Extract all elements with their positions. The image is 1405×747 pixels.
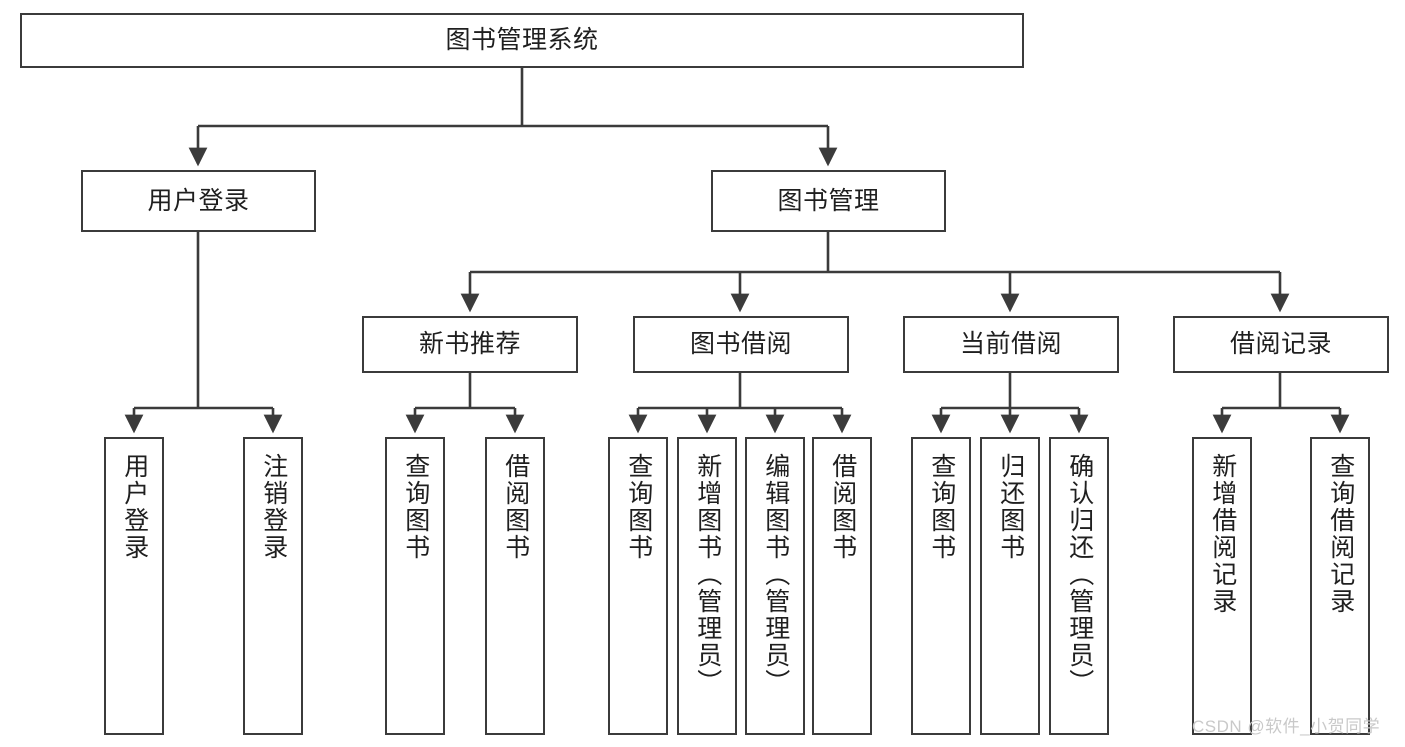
leaf-borrow-record-add-record[interactable]: 新增借阅记录 xyxy=(1192,437,1252,735)
node-label: 图书借阅 xyxy=(689,330,792,359)
node-label: 注销登录 xyxy=(259,453,288,561)
node-label: 归还图书 xyxy=(996,453,1025,561)
leaf-new-book-borrow-book[interactable]: 借阅图书 xyxy=(485,437,545,735)
node-label: 查询图书 xyxy=(401,453,430,561)
node-user-login[interactable]: 用户登录 xyxy=(81,170,316,232)
leaf-user-login-logout[interactable]: 注销登录 xyxy=(243,437,303,735)
leaf-book-borrow-borrow-book[interactable]: 借阅图书 xyxy=(812,437,872,735)
node-label: 用户登录 xyxy=(120,453,149,561)
node-label: 新书推荐 xyxy=(418,330,521,359)
node-label: 用户登录 xyxy=(147,186,250,215)
node-label: 查询图书 xyxy=(624,453,653,561)
leaf-new-book-query-book[interactable]: 查询图书 xyxy=(385,437,445,735)
leaf-user-login-login[interactable]: 用户登录 xyxy=(104,437,164,735)
node-label: 借阅图书 xyxy=(828,453,857,561)
node-label: 借阅记录 xyxy=(1229,330,1332,359)
node-new-book-recommend[interactable]: 新书推荐 xyxy=(362,316,578,373)
node-label: 新增图书（管理员） xyxy=(693,453,722,696)
node-label: 借阅图书 xyxy=(501,453,530,561)
node-label: 确认归还（管理员） xyxy=(1065,453,1094,696)
node-label: 当前借阅 xyxy=(959,330,1062,359)
node-current-borrow[interactable]: 当前借阅 xyxy=(903,316,1119,373)
leaf-book-borrow-add-book-admin[interactable]: 新增图书（管理员） xyxy=(677,437,737,735)
node-book-management[interactable]: 图书管理 xyxy=(711,170,946,232)
leaf-current-borrow-confirm-return-admin[interactable]: 确认归还（管理员） xyxy=(1049,437,1109,735)
leaf-current-borrow-return-book[interactable]: 归还图书 xyxy=(980,437,1040,735)
node-label: 图书管理系统 xyxy=(445,26,599,55)
node-borrow-record[interactable]: 借阅记录 xyxy=(1173,316,1389,373)
node-book-borrow[interactable]: 图书借阅 xyxy=(633,316,849,373)
node-label: 图书管理 xyxy=(777,186,880,215)
leaf-book-borrow-edit-book-admin[interactable]: 编辑图书（管理员） xyxy=(745,437,805,735)
leaf-current-borrow-query-book[interactable]: 查询图书 xyxy=(911,437,971,735)
node-root-book-management-system[interactable]: 图书管理系统 xyxy=(20,13,1024,68)
leaf-book-borrow-query-book[interactable]: 查询图书 xyxy=(608,437,668,735)
leaf-borrow-record-query-record[interactable]: 查询借阅记录 xyxy=(1310,437,1370,735)
node-label: 查询图书 xyxy=(927,453,956,561)
node-label: 编辑图书（管理员） xyxy=(761,453,790,696)
node-label: 查询借阅记录 xyxy=(1326,453,1355,615)
node-label: 新增借阅记录 xyxy=(1208,453,1237,615)
